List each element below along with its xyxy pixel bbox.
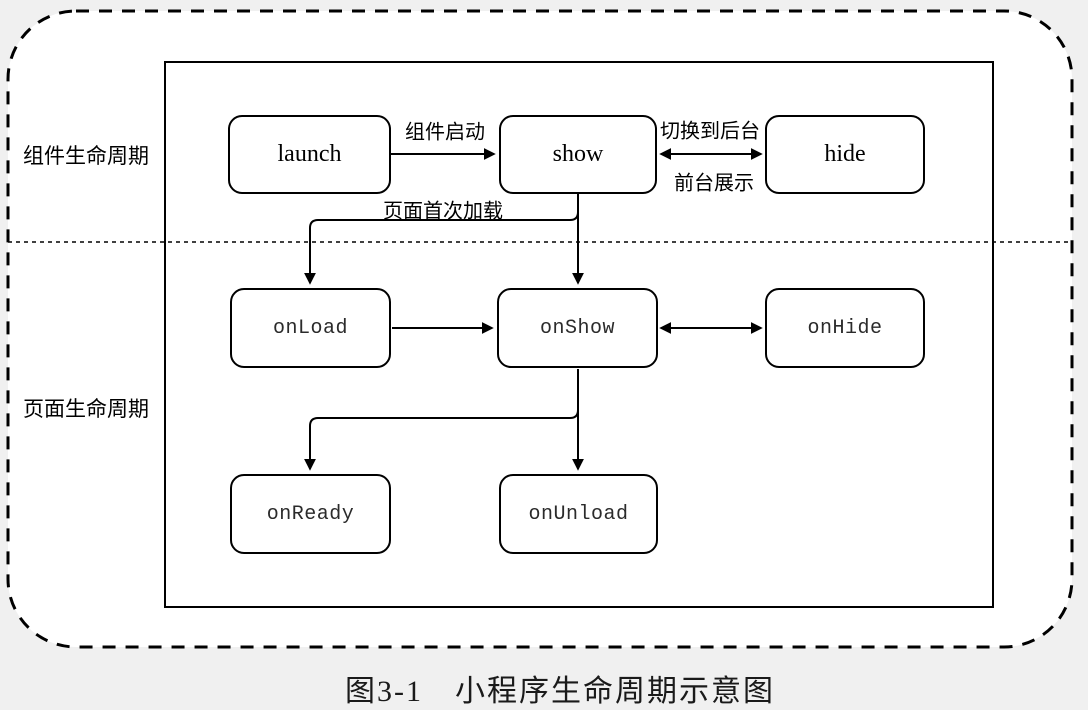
edge-label-component-start: 组件启动 <box>405 121 485 144</box>
edge-label-page-first-load: 页面首次加载 <box>383 200 503 223</box>
node-onload-label: onLoad <box>272 316 348 340</box>
node-onshow-label: onShow <box>539 316 615 340</box>
edge-label-switch-to-background: 切换到后台 <box>660 120 760 143</box>
node-onhide: onHide <box>765 288 925 368</box>
node-onunload-label: onUnload <box>528 502 629 526</box>
node-onunload: onUnload <box>499 474 658 554</box>
node-show-label: show <box>552 141 604 167</box>
edge-onshow-onready <box>304 369 579 471</box>
node-launch: launch <box>228 115 391 194</box>
node-launch-label: launch <box>277 141 342 167</box>
node-hide-label: hide <box>824 141 866 167</box>
node-onshow: onShow <box>497 288 658 368</box>
node-hide: hide <box>765 115 925 194</box>
node-show: show <box>499 115 657 194</box>
node-onload: onLoad <box>230 288 391 368</box>
figure-caption: 图3-1 小程序生命周期示意图 <box>345 675 775 708</box>
node-onready-label: onReady <box>266 502 355 526</box>
lane-label-component-lifecycle: 组件生命周期 <box>23 144 149 168</box>
lane-label-page-lifecycle: 页面生命周期 <box>23 397 149 421</box>
node-onready: onReady <box>230 474 391 554</box>
node-onhide-label: onHide <box>807 316 883 340</box>
edge-label-foreground-display: 前台展示 <box>674 172 754 195</box>
edge-show-onload <box>304 194 579 285</box>
